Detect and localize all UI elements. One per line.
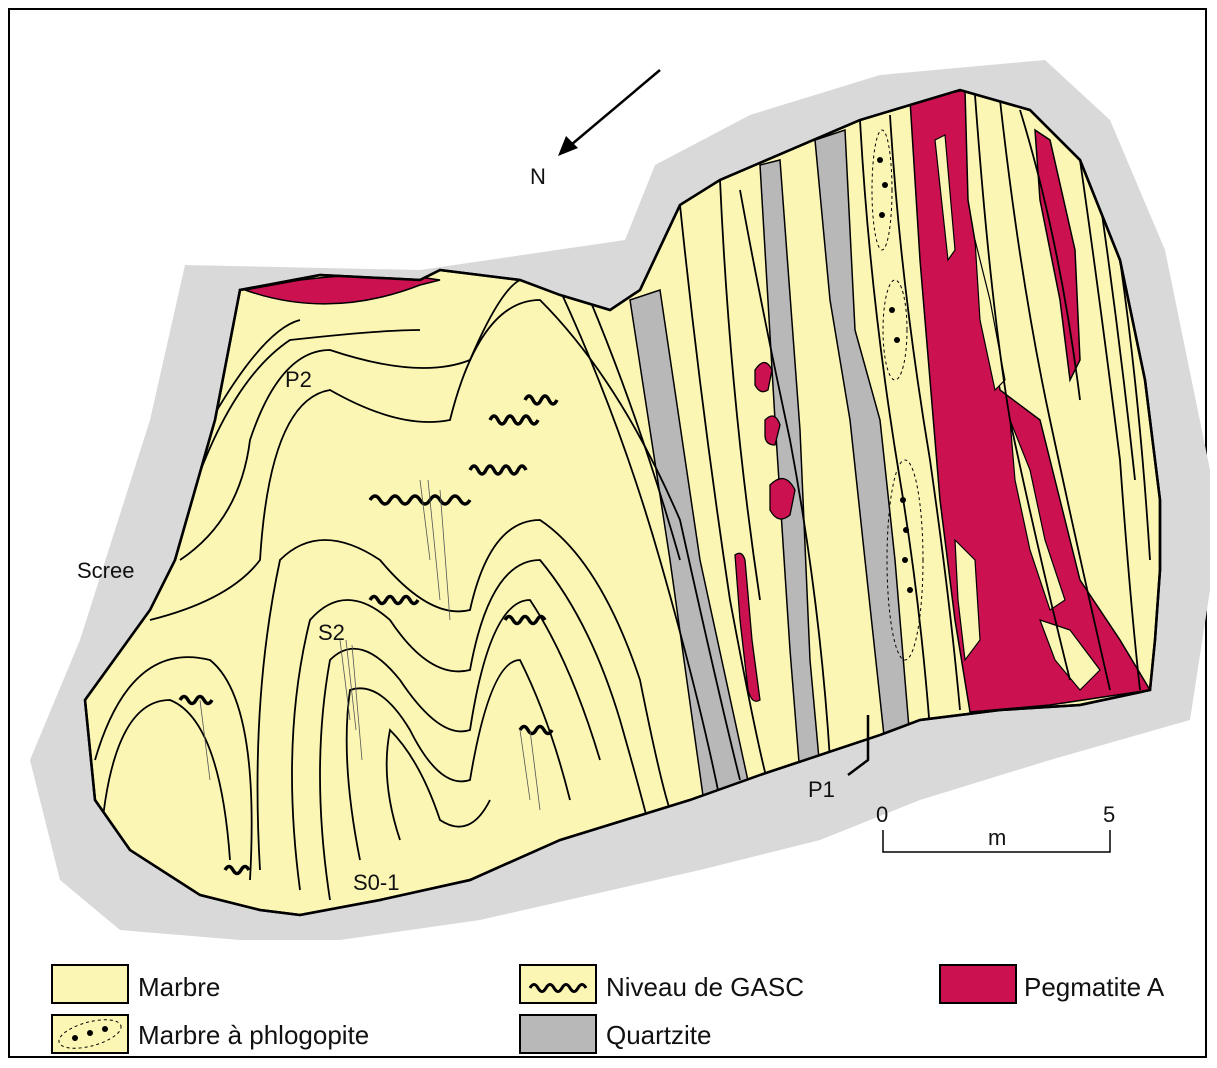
s2-label: S2 bbox=[318, 620, 345, 645]
scale-unit-label: m bbox=[988, 825, 1006, 850]
legend-swatch-pegmatite bbox=[940, 965, 1016, 1003]
north-label: N bbox=[530, 164, 546, 189]
scree-label: Scree bbox=[77, 558, 134, 583]
p1-label: P1 bbox=[808, 777, 835, 802]
legend-swatch-marbre bbox=[52, 965, 128, 1003]
legend-label-pegmatite: Pegmatite A bbox=[1024, 972, 1165, 1002]
scale-end-label: 5 bbox=[1103, 802, 1115, 827]
s01-label: S0-1 bbox=[353, 870, 399, 895]
p2-label: P2 bbox=[285, 367, 312, 392]
legend-label-phlogopite: Marbre à phlogopite bbox=[138, 1020, 369, 1050]
legend-label-gasc: Niveau de GASC bbox=[606, 972, 804, 1002]
scale-start-label: 0 bbox=[876, 802, 888, 827]
legend-label-marbre: Marbre bbox=[138, 972, 220, 1002]
legend-label-quartzite: Quartzite bbox=[606, 1020, 712, 1050]
legend: Marbre Marbre à phlogopite Niveau de GAS… bbox=[52, 965, 1165, 1054]
north-arrow-icon bbox=[558, 70, 660, 156]
legend-swatch-quartzite bbox=[520, 1015, 596, 1053]
